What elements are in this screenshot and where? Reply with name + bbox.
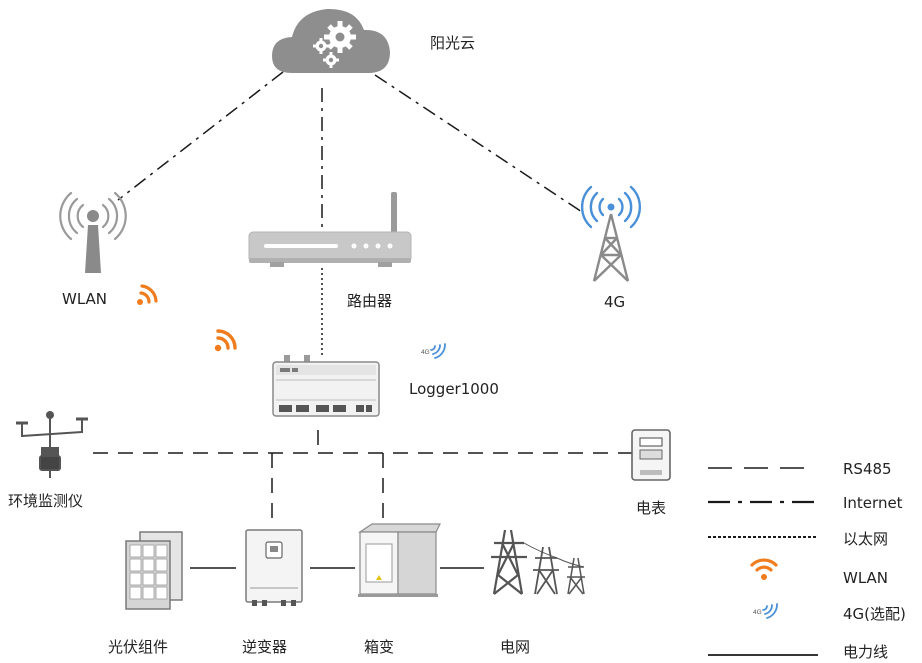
- legend-rs485-label: RS485: [843, 460, 892, 478]
- weather-station-icon: [16, 411, 88, 478]
- wlan-antenna-label: WLAN: [62, 290, 108, 308]
- legend-wifi-icon: [750, 558, 778, 580]
- grid-label: 电网: [500, 638, 531, 656]
- logger-label: Logger1000: [409, 380, 499, 398]
- cloud-icon: [272, 8, 390, 74]
- logger-device-icon: [272, 355, 380, 417]
- legend-symbols: [708, 467, 818, 656]
- pv-modules-label: 光伏组件: [108, 638, 169, 656]
- router-icon: [248, 192, 412, 267]
- legend-power-label: 电力线: [843, 643, 889, 661]
- internet-link-wlan: [117, 71, 284, 201]
- signal-4g-text: 4G: [421, 349, 430, 356]
- rs485-links: [93, 430, 632, 527]
- router-label: 路由器: [347, 292, 393, 310]
- internet-link-4g: [374, 74, 583, 213]
- meter-icon: [631, 429, 671, 481]
- signal-4g-icon: 4G: [421, 343, 446, 359]
- tower-4g-label: 4G: [604, 293, 626, 311]
- legend-4g-label: 4G(选配): [843, 605, 906, 623]
- legend-ethernet-label: 以太网: [843, 530, 889, 548]
- wlan-antenna-icon: [59, 191, 127, 273]
- legend-signal-4g-text: 4G: [753, 609, 762, 616]
- legend-signal-4g-icon: 4G: [753, 603, 778, 619]
- box-transformer-icon: [358, 523, 441, 597]
- inverter-label: 逆变器: [242, 638, 288, 656]
- legend-internet-label: Internet: [843, 494, 903, 512]
- weather-station-label: 环境监测仪: [8, 492, 84, 510]
- transformer-label: 箱变: [364, 638, 395, 656]
- cloud-label: 阳光云: [430, 34, 476, 52]
- tower-4g-icon: [581, 185, 641, 282]
- internet-links: [117, 71, 583, 228]
- wifi-icon: [214, 329, 237, 352]
- legend-wlan-label: WLAN: [843, 569, 889, 587]
- pv-modules-icon: [125, 531, 183, 610]
- grid-towers-icon: [491, 529, 585, 595]
- meter-label: 电表: [636, 499, 667, 517]
- wlan-waves-icon: [137, 284, 158, 305]
- gear-icon: [313, 21, 356, 68]
- inverter-icon: [245, 529, 303, 606]
